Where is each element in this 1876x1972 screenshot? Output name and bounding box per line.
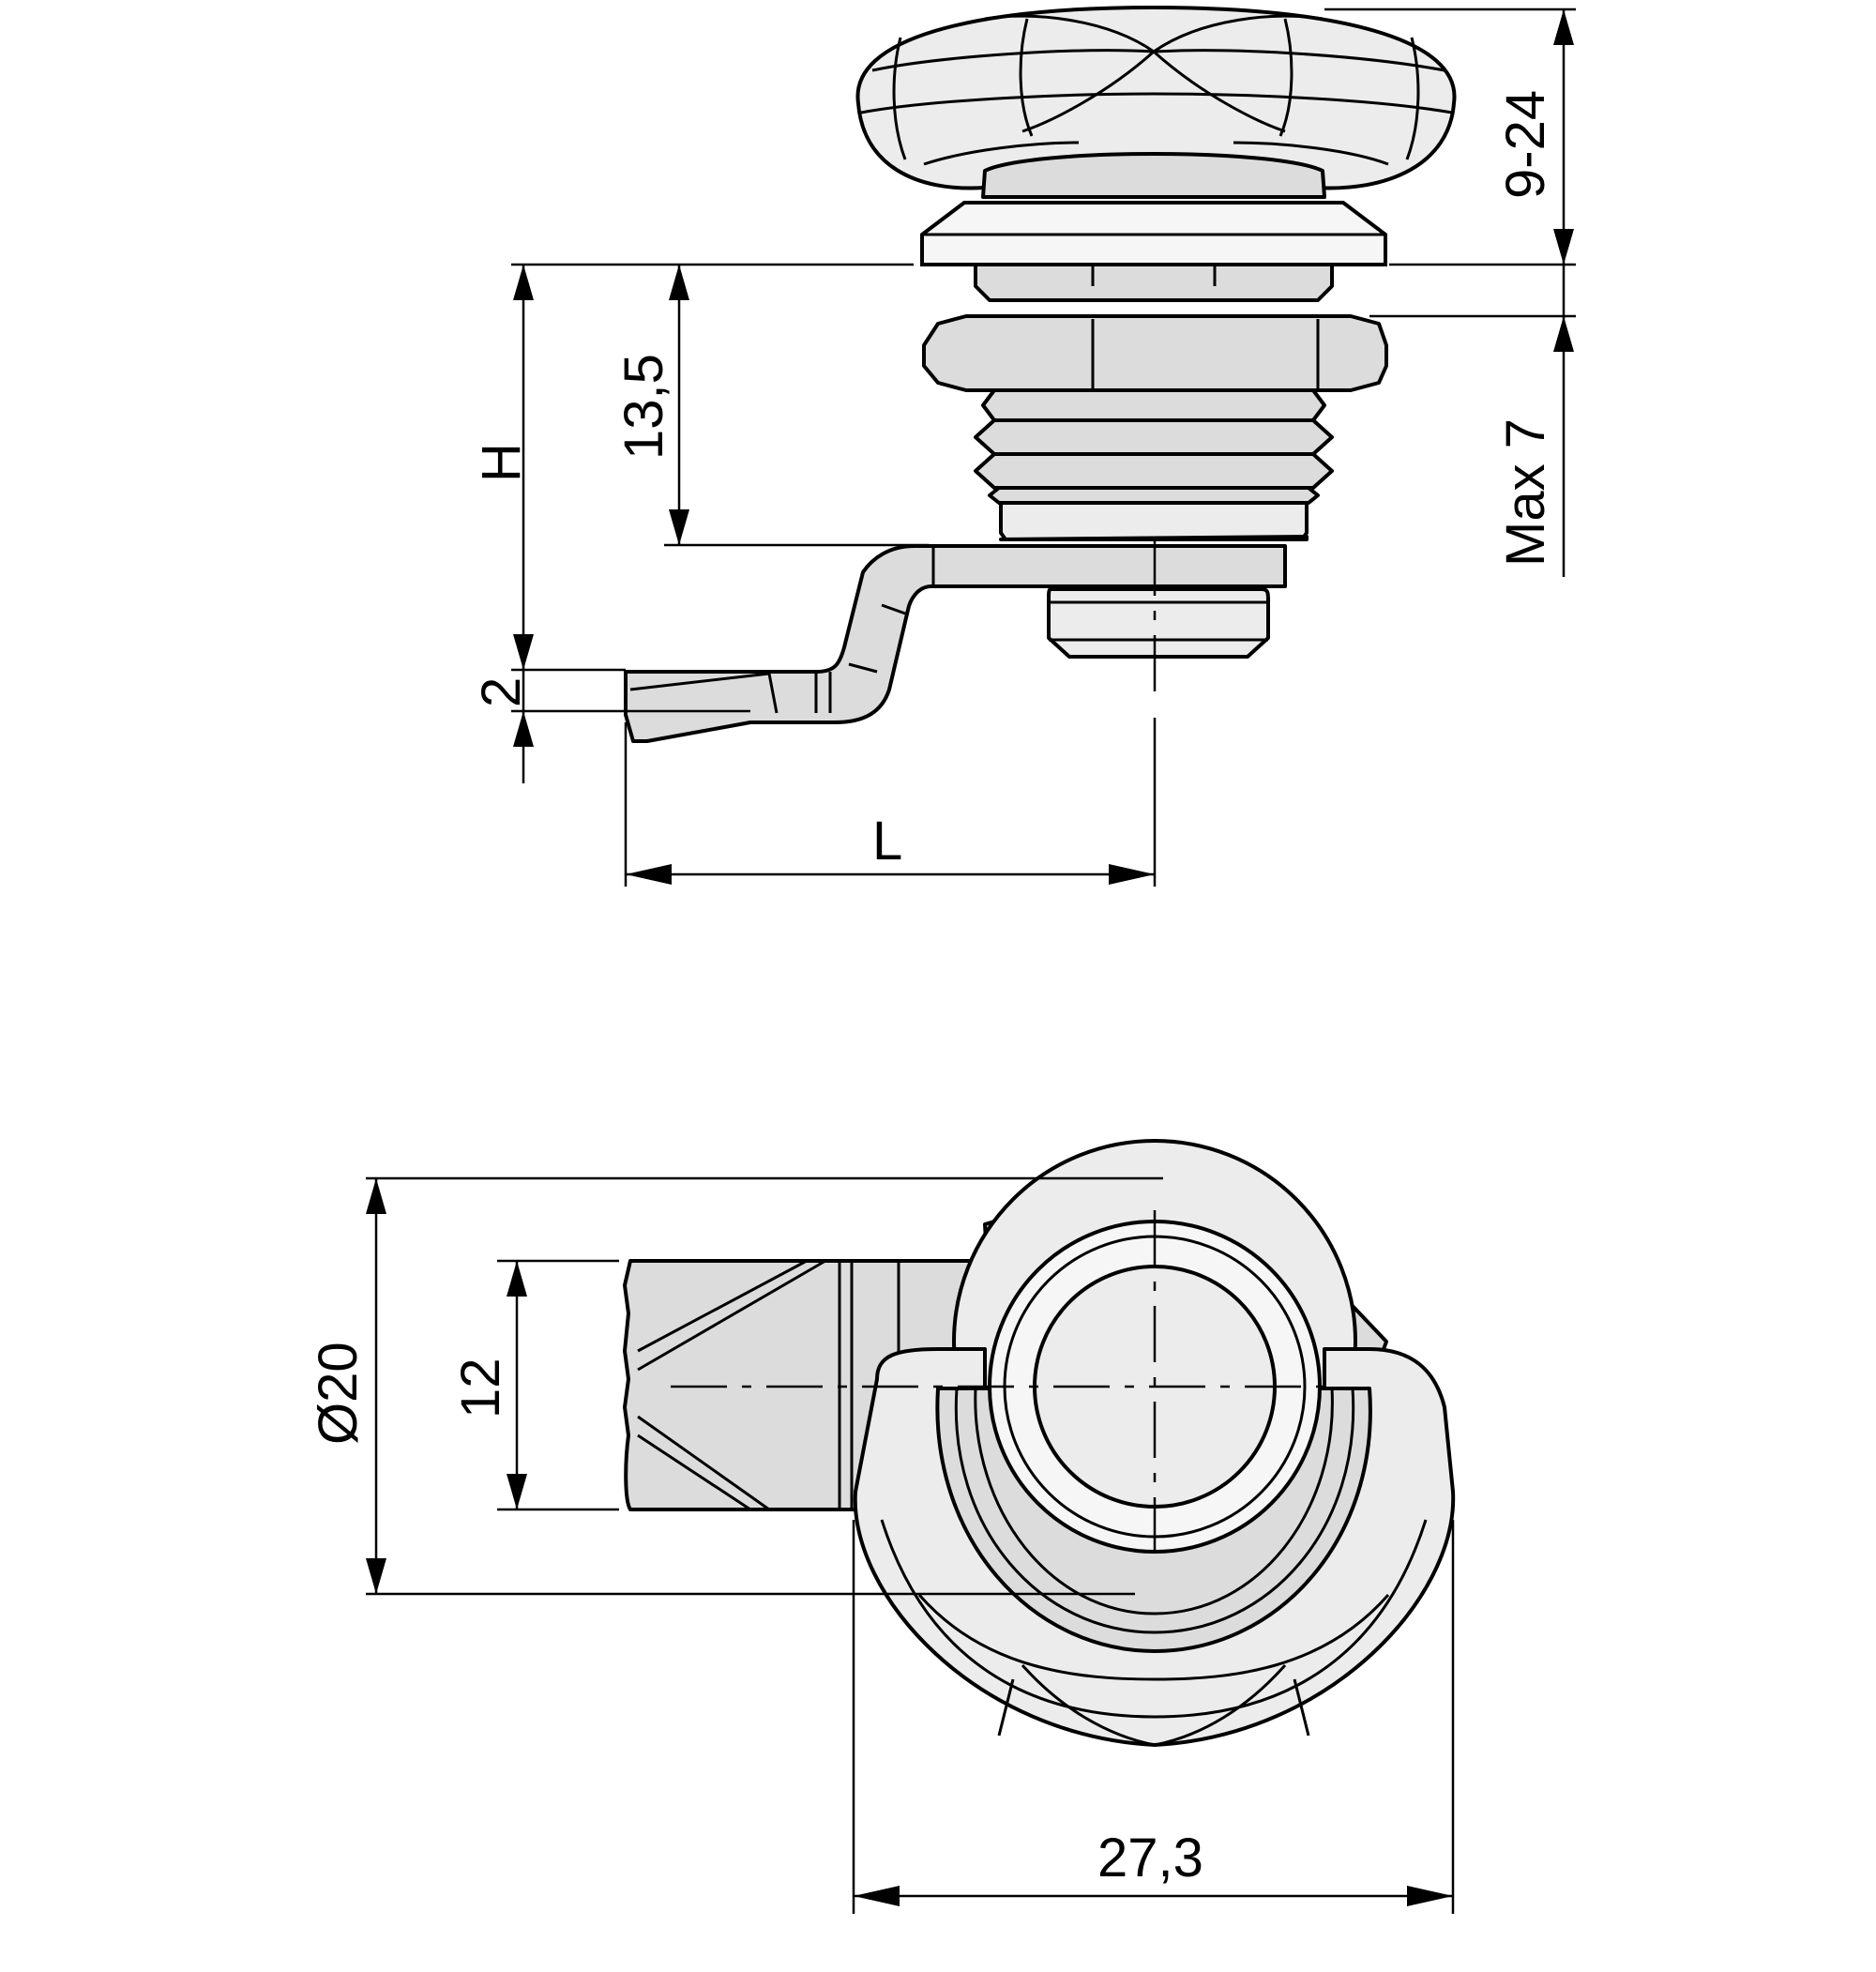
- dimension-cam-width: 12: [450, 1261, 527, 1509]
- cam: [624, 544, 1287, 743]
- dimension-label: 27,3: [1097, 1828, 1203, 1889]
- wing-knob: [855, 6, 1457, 190]
- thread: [974, 388, 1334, 505]
- dimension-height: H: [471, 265, 534, 783]
- dimension-cam-thickness: 2: [471, 677, 532, 707]
- dimension-knob-height: 9-24: [1495, 9, 1574, 265]
- dimension-diameter: Ø20: [308, 1178, 386, 1594]
- dimension-label: 12: [450, 1358, 511, 1418]
- dimension-label: H: [471, 443, 532, 482]
- dimension-label: Ø20: [308, 1342, 369, 1445]
- dimension-length: L: [626, 811, 1155, 885]
- dimension-label: 9-24: [1495, 90, 1556, 199]
- dimension-panel-thickness: Max 7: [1495, 265, 1574, 577]
- dimension-overall-width: 27,3: [854, 1828, 1453, 1906]
- dimension-label: Max 7: [1495, 418, 1556, 567]
- dimension-label: L: [872, 811, 902, 872]
- side-view: 9-24 Max 7 H 13,5 2: [471, 6, 1576, 887]
- dimension-cam-offset: 13,5: [613, 265, 689, 545]
- dimension-label: 13,5: [613, 354, 674, 460]
- top-view: Ø20 12 27,3: [308, 1139, 1456, 1914]
